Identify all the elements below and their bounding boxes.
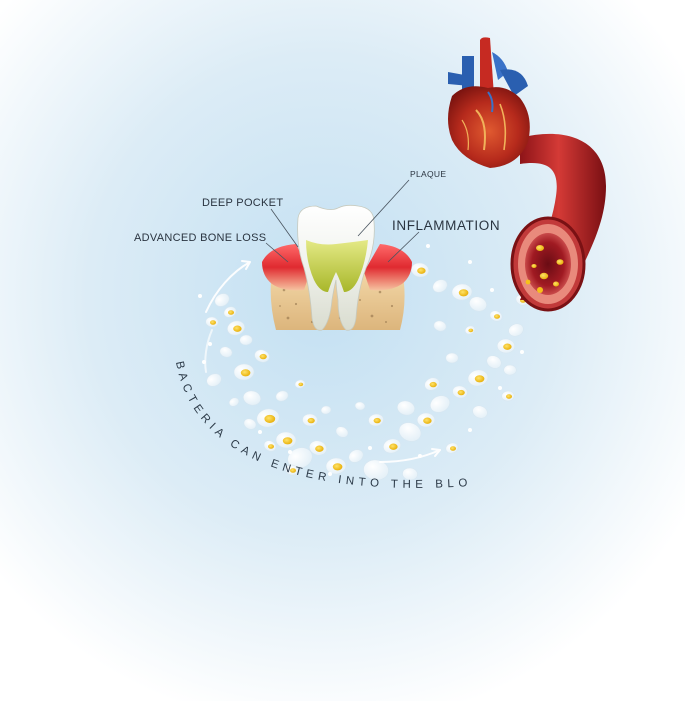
label-plaque: PLAQUE: [410, 169, 446, 179]
bacteria-core: [494, 314, 500, 319]
bacteria-core: [374, 418, 381, 423]
bacteria-core: [423, 418, 431, 424]
bacteria-core: [503, 344, 511, 350]
sparkle-dot: [258, 430, 262, 434]
bacteria-core: [228, 310, 234, 315]
bacteria-core: [283, 437, 293, 444]
sparkle-dot: [498, 386, 502, 390]
bacteria-core: [241, 369, 251, 376]
bacteria-core: [268, 444, 274, 449]
bacteria-core: [430, 382, 437, 387]
sparkle-dot: [426, 244, 430, 248]
bacteria-core: [450, 446, 456, 451]
sparkle-dot: [288, 450, 292, 454]
bacteria-core: [315, 446, 323, 452]
bacteria-core: [459, 289, 469, 296]
bacteria-core: [389, 444, 397, 450]
bacteria-core: [468, 329, 473, 333]
sparkle-dot: [468, 428, 472, 432]
bacteria-core: [506, 394, 512, 399]
bacteria-core: [298, 383, 303, 387]
bacteria-core: [475, 375, 485, 382]
label-inflammation: INFLAMMATION: [392, 218, 500, 233]
sparkle-dot: [490, 288, 494, 292]
bacteria-core: [233, 326, 241, 332]
sparkle-dot: [468, 260, 472, 264]
label-deep-pocket: DEEP POCKET: [202, 197, 283, 209]
bacteria-core: [308, 418, 315, 423]
bacteria-core: [458, 390, 465, 395]
sparkle-dot: [198, 294, 202, 298]
bacteria-core: [210, 320, 216, 325]
sparkle-dot: [520, 350, 524, 354]
bacteria-icon: [446, 353, 459, 363]
bacteria-core: [333, 463, 343, 470]
bacteria-core: [260, 354, 267, 359]
label-advanced-bone-loss: ADVANCED BONE LOSS: [134, 232, 266, 244]
bacteria-core: [417, 268, 425, 274]
bacteria-icon: [504, 365, 517, 375]
sparkle-dot: [368, 446, 372, 450]
bacteria-core: [264, 415, 275, 423]
